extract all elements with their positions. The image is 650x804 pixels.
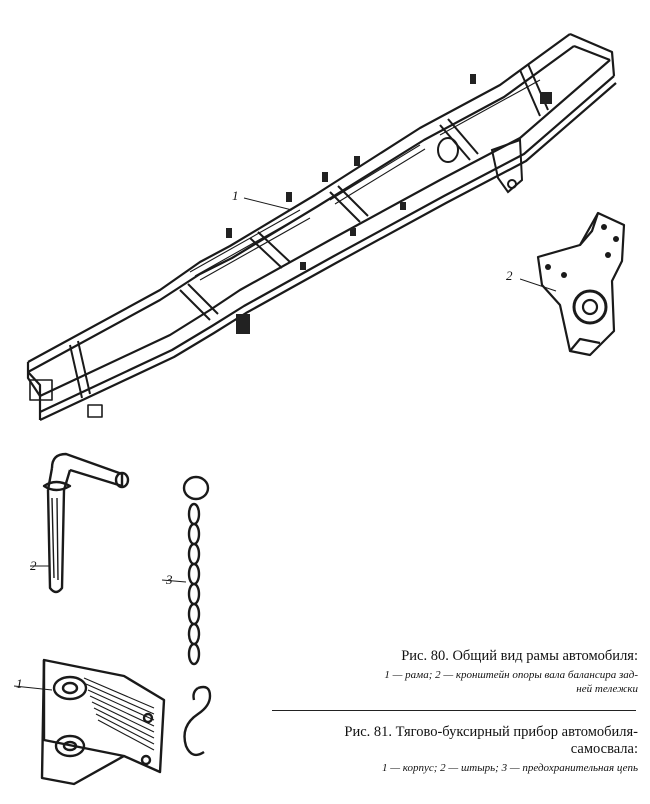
figure81-caption-title: Рис. 81. Тягово-буксирный прибор автомоб…: [270, 724, 638, 758]
figure81-caption: Рис. 81. Тягово-буксирный прибор автомоб…: [270, 724, 638, 775]
figure80-caption-legend: 1 — рама; 2 — кронштейн опоры вала балан…: [270, 668, 638, 696]
figure80-caption: Рис. 80. Общий вид рамы автомобиля: 1 — …: [270, 648, 638, 696]
figure80-legend-line1: 1 — рама; 2 — кронштейн опоры вала балан…: [384, 669, 638, 681]
figure81-label-pin: 2: [30, 558, 37, 573]
figure80-caption-title: Рис. 80. Общий вид рамы автомобиля:: [401, 648, 638, 664]
figure81-caption-legend: 1 — корпус; 2 — штырь; 3 — предохранител…: [382, 762, 638, 774]
figure80-legend-line2: ней тележки: [576, 683, 638, 695]
figure81-caption-line2: самосвала:: [570, 741, 638, 757]
caption-divider: [272, 710, 636, 711]
tow-pin-illustration: [30, 452, 130, 594]
safety-chain-illustration: [161, 475, 212, 757]
frame-illustration: [26, 32, 617, 421]
figure81-label-chain: 3: [166, 572, 173, 587]
balancer-bracket-illustration: [520, 211, 626, 357]
figure80-label-frame: 1: [232, 188, 239, 203]
figure81-caption-line1: Рис. 81. Тягово-буксирный прибор автомоб…: [344, 724, 638, 740]
tow-body-illustration: [14, 658, 166, 786]
figure80-label-bracket: 2: [506, 268, 513, 283]
figure81-label-body: 1: [16, 676, 23, 691]
